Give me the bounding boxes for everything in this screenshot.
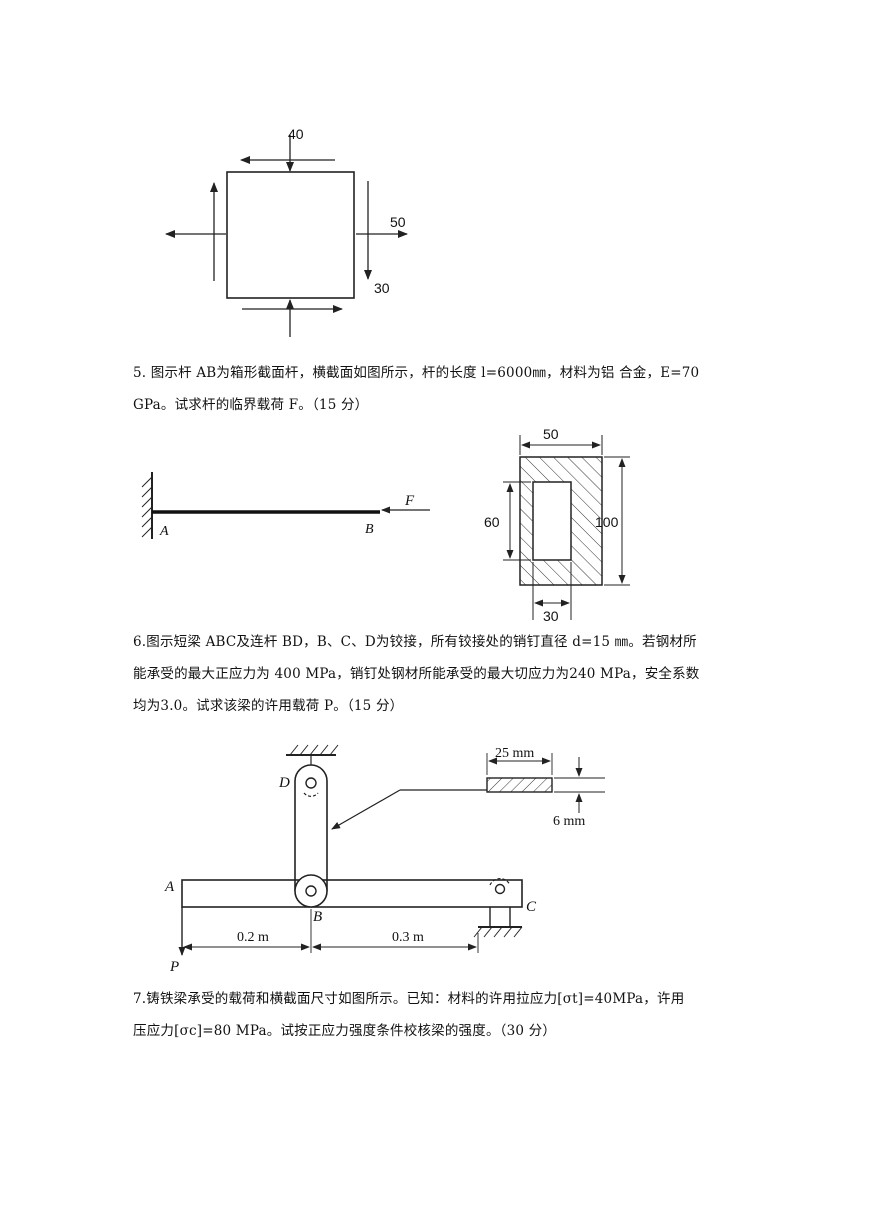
- pin-C: [494, 883, 506, 895]
- dim-bar-width-label: 25 mm: [495, 746, 534, 761]
- dim-width-label: 50: [543, 426, 559, 442]
- problem-6-line-1: 6.图示短梁 ABC及连杆 BD，B、C、D为铰接，所有铰接处的销钉直径 d=1…: [133, 634, 697, 650]
- dim-AB-label: 0.2 m: [237, 930, 269, 945]
- label-B: B: [365, 522, 374, 537]
- problem-5-line-2: GPa。试求杆的临界载荷 F。（15 分）: [133, 397, 369, 413]
- dim-bar-thickness-label: 6 mm: [553, 814, 585, 829]
- problem-5-text: 5. 图示杆 AB为箱形截面杆，横截面如图所示，杆的长度 l=6000㎜，材料为…: [133, 357, 743, 421]
- pin-B: [305, 885, 317, 897]
- beam-link-figure: 0.2 m 0.3 m D A B C P 25 mm 6 mm: [164, 744, 605, 975]
- problem-6-text: 6.图示短梁 ABC及连杆 BD，B、C、D为铰接，所有铰接处的销钉直径 d=1…: [133, 626, 743, 722]
- label-A: A: [159, 524, 169, 539]
- pin-support-C: [473, 907, 523, 938]
- problem-6-line-2: 能承受的最大正应力为 400 MPa，销钉处钢材所能承受的最大切应力为240 M…: [133, 666, 700, 682]
- dim-height-label: 100: [595, 514, 619, 530]
- pin-D: [305, 777, 317, 789]
- box-cross-section: [519, 456, 603, 586]
- problem-7-text: 7.铸铁梁承受的载荷和横截面尺寸如图所示。已知：材料的许用拉应力[σt]=40M…: [133, 983, 743, 1047]
- fixed-wall-support: [141, 472, 153, 539]
- problem-7-line-2: 压应力[σc]=80 MPa。试按正应力强度条件校核梁的强度。（30 分）: [133, 1023, 557, 1039]
- link-cross-section: [486, 777, 553, 793]
- dim-inner-height-label: 60: [484, 514, 500, 530]
- column-figure: A B F 50 100 60 30: [141, 426, 630, 624]
- problem-7-line-1: 7.铸铁梁承受的载荷和横截面尺寸如图所示。已知：材料的许用拉应力[σt]=40M…: [133, 991, 685, 1007]
- top-fixed-support: [286, 744, 339, 765]
- label-B-beam: B: [313, 909, 322, 925]
- label-top-stress: 40: [288, 126, 304, 142]
- label-right-stress: 50: [390, 214, 406, 230]
- label-P: P: [169, 959, 179, 975]
- problem-6-line-3: 均为3.0。试求该梁的许用载荷 P。（15 分）: [133, 698, 404, 714]
- label-C: C: [526, 899, 537, 915]
- stress-element-figure: 40 50 30: [165, 126, 408, 337]
- stress-element-square: [226, 171, 355, 299]
- label-F: F: [404, 493, 415, 509]
- dim-inner-width-label: 30: [543, 608, 559, 624]
- label-A-beam: A: [164, 879, 175, 895]
- problem-5-line-1: 5. 图示杆 AB为箱形截面杆，横截面如图所示，杆的长度 l=6000㎜，材料为…: [133, 365, 700, 381]
- section-leader-line: [331, 789, 401, 830]
- label-shear-stress: 30: [374, 280, 390, 296]
- beam-ABC: [181, 879, 523, 908]
- dim-BC-label: 0.3 m: [392, 930, 424, 945]
- label-D: D: [278, 775, 290, 791]
